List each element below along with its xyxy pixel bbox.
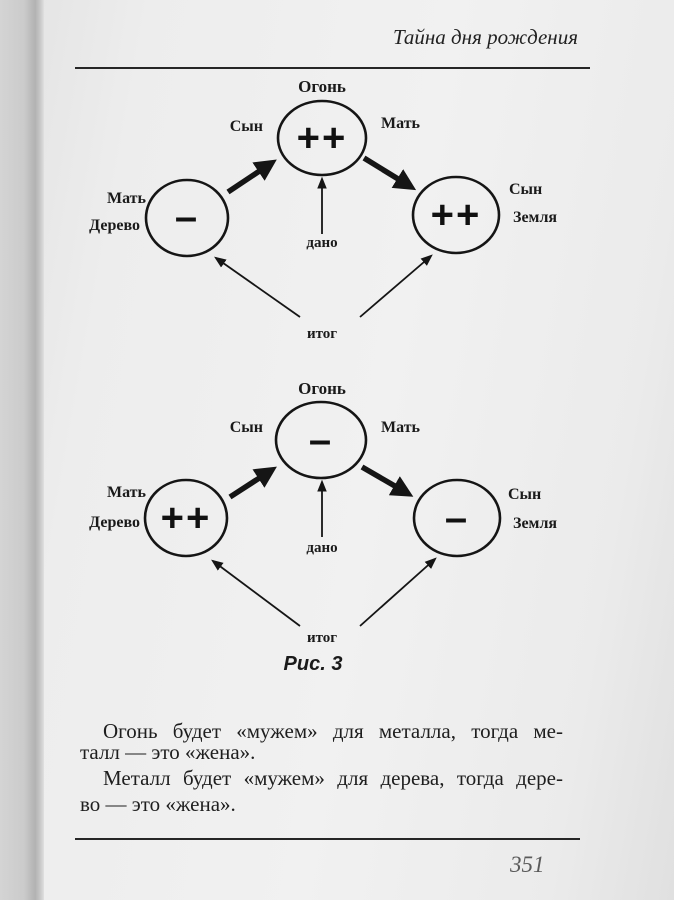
given-label: дано bbox=[306, 540, 337, 556]
given-label: дано bbox=[306, 235, 337, 251]
right-label-2: Земля bbox=[513, 209, 557, 226]
paragraph-1-line-1: Огонь будет «мужем» для металла, тогда м… bbox=[103, 719, 563, 743]
diagram-1: Огонь ++ Сын Мать – Мать Дерево ++ Сын З… bbox=[89, 77, 557, 342]
result-arrow-right bbox=[359, 557, 437, 627]
left-label-1: Мать bbox=[107, 190, 147, 207]
top-right-label: Мать bbox=[381, 115, 421, 132]
top-circle bbox=[274, 400, 368, 480]
top-circle bbox=[276, 99, 368, 177]
top-element-label: Огонь bbox=[298, 77, 346, 96]
left-circle-sign: ++ bbox=[161, 496, 212, 540]
top-circle-sign: ++ bbox=[297, 116, 348, 160]
running-header-title: Тайна дня рождения bbox=[392, 25, 578, 49]
top-left-label: Сын bbox=[230, 118, 263, 135]
bold-arrow-left-to-top bbox=[226, 159, 277, 195]
result-arrow-left bbox=[214, 256, 301, 318]
page-number: 351 bbox=[510, 852, 545, 877]
right-label-2: Земля bbox=[513, 515, 557, 532]
bold-arrow-top-to-right bbox=[362, 155, 417, 191]
top-circle-sign: – bbox=[309, 418, 333, 462]
bold-arrow-left-to-top bbox=[228, 466, 277, 500]
left-circle bbox=[144, 178, 230, 258]
right-circle-sign: ++ bbox=[431, 193, 482, 237]
diagram-2: Огонь – Сын Мать ++ Мать Дерево – Сын Зе… bbox=[89, 379, 557, 646]
footer-rule bbox=[75, 838, 580, 840]
result-label: итог bbox=[307, 326, 337, 342]
top-left-label: Сын bbox=[230, 419, 263, 436]
result-arrow-left bbox=[211, 559, 301, 627]
left-label-2: Дерево bbox=[89, 217, 140, 234]
right-label-1: Сын bbox=[509, 181, 542, 198]
figure-caption: Рис. 3 bbox=[284, 653, 343, 675]
left-label-2: Дерево bbox=[89, 514, 140, 531]
left-circle bbox=[143, 478, 229, 558]
left-label-1: Мать bbox=[107, 484, 147, 501]
top-element-label: Огонь bbox=[298, 379, 346, 398]
right-circle-sign: – bbox=[445, 496, 469, 540]
adjacent-page-edge bbox=[0, 0, 44, 900]
right-label-1: Сын bbox=[508, 486, 541, 503]
right-circle bbox=[412, 478, 502, 558]
paragraph-1-line-2: талл — это «жена». bbox=[80, 740, 256, 764]
result-label: итог bbox=[307, 630, 337, 646]
top-right-label: Мать bbox=[381, 419, 421, 436]
paragraph-2-line-1: Металл будет «мужем» для дерева, тогда д… bbox=[103, 766, 563, 790]
bold-arrow-top-to-right bbox=[360, 464, 414, 497]
paragraph-2-line-2: во — это «жена». bbox=[80, 792, 236, 816]
header-rule bbox=[75, 67, 590, 69]
right-circle bbox=[411, 175, 501, 255]
left-circle-sign: – bbox=[175, 195, 199, 239]
result-arrow-right bbox=[359, 254, 433, 318]
